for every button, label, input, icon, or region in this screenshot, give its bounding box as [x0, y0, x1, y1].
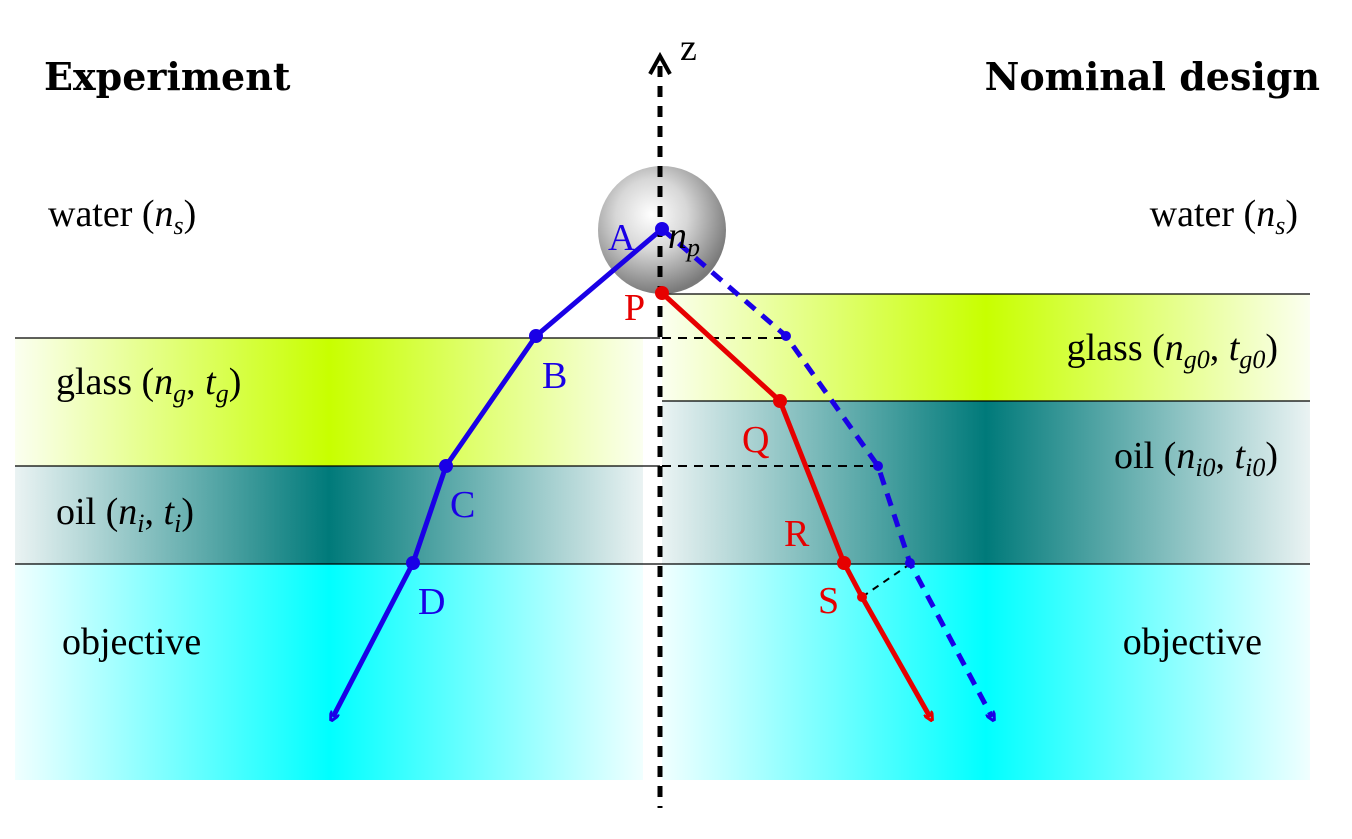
- point-blue-nominal-1: [781, 331, 791, 341]
- title-experiment: Experiment: [44, 54, 291, 99]
- right-glass-label: glass (ng0, tg0): [1067, 327, 1278, 374]
- label-r: R: [784, 513, 810, 555]
- right-glass-layer: [662, 294, 1310, 401]
- point-q: [773, 394, 787, 408]
- dashed-line-s: [861, 563, 911, 598]
- right-oil-label: oil (ni0, ti0): [1114, 435, 1278, 482]
- point-p: [655, 286, 669, 300]
- point-blue-nominal-3: [905, 558, 915, 568]
- z-axis-arrowhead: [648, 51, 672, 75]
- label-a: A: [608, 217, 636, 259]
- label-p: P: [624, 287, 645, 329]
- label-b: B: [542, 355, 567, 397]
- point-s: [857, 592, 867, 602]
- label-c: C: [450, 484, 475, 526]
- particle-label: np: [668, 215, 700, 262]
- left-oil-layer: [15, 466, 643, 564]
- left-objective-layer: [15, 564, 643, 780]
- z-axis-label: z: [680, 27, 697, 69]
- left-oil-label: oil (ni, ti): [56, 491, 194, 538]
- label-s: S: [818, 580, 839, 622]
- title-nominal-design: Nominal design: [985, 54, 1320, 99]
- point-blue-nominal-2: [873, 461, 883, 471]
- left-glass-label: glass (ng, tg): [56, 361, 241, 408]
- right-water-label: water (ns): [1150, 193, 1298, 240]
- point-r: [837, 556, 851, 570]
- point-c: [439, 459, 453, 473]
- left-objective-label: objective: [62, 621, 201, 663]
- left-glass-layer: [15, 338, 643, 466]
- right-objective-layer: [662, 564, 1310, 780]
- point-d: [406, 556, 420, 570]
- right-oil-layer: [662, 401, 1310, 564]
- point-b: [529, 329, 543, 343]
- point-a: [655, 222, 669, 236]
- label-q: Q: [742, 419, 769, 461]
- label-d: D: [418, 581, 445, 623]
- left-water-label: water (ns): [48, 193, 196, 240]
- right-objective-label: objective: [1123, 621, 1262, 663]
